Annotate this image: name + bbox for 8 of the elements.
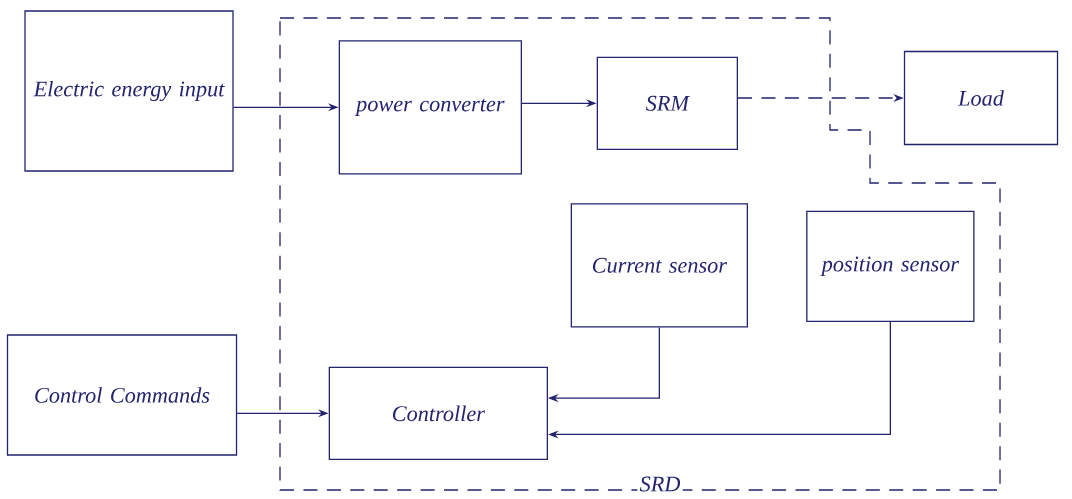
process-box: Controller: [328, 366, 548, 460]
sensor-box: Current sensor: [570, 203, 748, 328]
process-box: SRM: [596, 56, 738, 150]
process-box: Control Commands: [6, 334, 238, 456]
process-box: power converter: [338, 40, 522, 175]
sensor-box: position sensor: [806, 210, 975, 322]
process-box: Load: [903, 50, 1059, 146]
process-box: Electric energy input: [24, 10, 234, 172]
